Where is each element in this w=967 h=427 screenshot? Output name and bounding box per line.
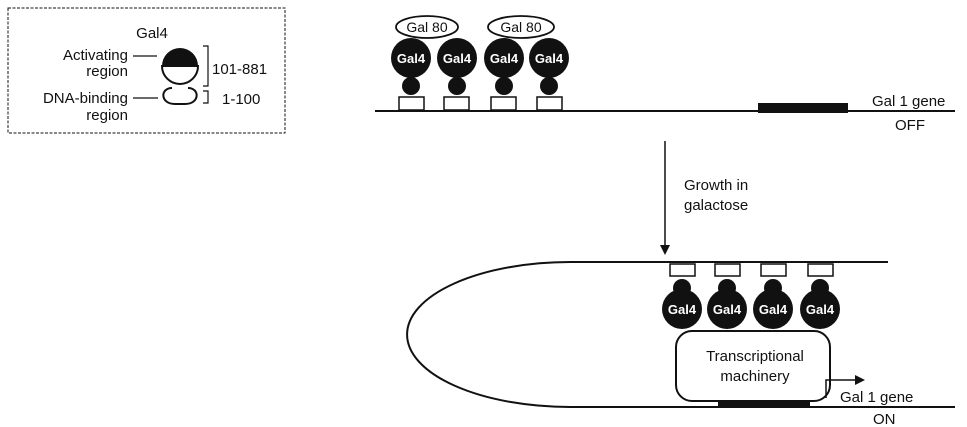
gal4-label: Gal4 [806, 302, 835, 317]
gal4-protein-bottom-3: Gal4 [753, 264, 793, 329]
legend-box: Gal4 Activating region DNA-binding regio… [8, 8, 285, 133]
protein-body-shape [162, 66, 198, 84]
bottom-state-label: ON [873, 411, 896, 427]
arrow-label-1: Growth in [684, 177, 748, 194]
machinery-label-2: machinery [720, 368, 790, 385]
gal4-protein-top-1: Gal4 [391, 38, 431, 110]
gal4-label: Gal4 [668, 302, 697, 317]
gal4-protein-bottom-2: Gal4 [707, 264, 747, 329]
gal4-label: Gal4 [443, 51, 472, 66]
gal4-label: Gal4 [490, 51, 519, 66]
top-gene-block [758, 103, 848, 113]
gal80-label: Gal 80 [406, 19, 447, 35]
activating-label-1: Activating [63, 47, 128, 64]
activating-label-2: region [86, 63, 128, 80]
dna-binding-bracket [203, 91, 208, 103]
dna-binding-label-1: DNA-binding [43, 90, 128, 107]
transcriptional-machinery-box [676, 331, 830, 401]
gal4-label: Gal4 [713, 302, 742, 317]
dna-binding-label-2: region [86, 107, 128, 124]
gal4-protein-top-3: Gal4 [484, 38, 524, 110]
activating-range: 101-881 [212, 61, 267, 78]
gal4-protein-bottom-4: Gal4 [800, 264, 840, 329]
gal4-label: Gal4 [535, 51, 564, 66]
gal4-protein-top-2: Gal4 [437, 38, 477, 110]
bottom-gene-label: Gal 1 gene [840, 389, 913, 406]
gal4-protein-bottom-1: Gal4 [662, 264, 702, 329]
machinery-label-1: Transcriptional [706, 348, 804, 365]
dna-binding-domain-shape [163, 88, 196, 104]
bottom-panel: Gal4 Gal4 Gal4 Gal4 Transcriptional mach… [407, 262, 955, 427]
induction-arrow: Growth in galactose [665, 141, 748, 250]
gal4-label: Gal4 [397, 51, 426, 66]
gal80-oval-2: Gal 80 [488, 16, 554, 38]
top-panel: Gal 1 gene OFF Gal 80 Gal 80 Gal4 Gal4 [375, 16, 955, 134]
gal80-label: Gal 80 [500, 19, 541, 35]
legend-title: Gal4 [136, 25, 168, 42]
arrow-label-2: galactose [684, 197, 748, 214]
gal4-label: Gal4 [759, 302, 788, 317]
activating-bracket [203, 46, 208, 86]
gal4-protein-top-4: Gal4 [529, 38, 569, 110]
top-gene-label: Gal 1 gene [872, 93, 945, 110]
activating-domain-shape [162, 48, 198, 66]
dna-binding-range: 1-100 [222, 91, 260, 108]
top-state-label: OFF [895, 117, 925, 134]
gal80-oval-1: Gal 80 [396, 16, 458, 38]
